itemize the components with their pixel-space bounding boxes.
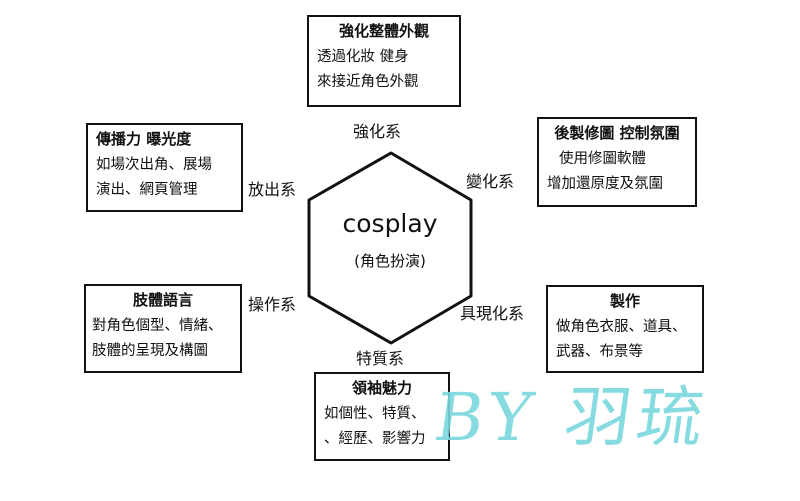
box-lower-right-line-2: 武器、布景等 [556,344,643,360]
box-top: 強化整體外觀 透過化妝 健身 來接近角色外觀 [307,15,461,107]
box-upper-left-title: 傳播力 曝光度 [96,130,192,148]
box-top-title: 強化整體外觀 [338,22,429,40]
box-lower-left-title: 肢體語言 [132,291,193,309]
box-top-line-1: 透過化妝 健身 [317,49,409,65]
label-upper-left: 放出系 [248,180,297,199]
center-subtitle: (角色扮演) [354,252,426,270]
box-lower-right-title: 製作 [609,292,640,310]
box-lower-left: 肢體語言 對角色個型、情緒、 肢體的呈現及構圖 [84,284,242,373]
box-upper-right-line-1: 使用修圖軟體 [559,151,646,167]
box-upper-left-line-1: 如場次出角、展場 [96,157,212,173]
box-upper-right: 後製修圖 控制氛圍 使用修圖軟體 增加還原度及氛圍 [537,117,697,207]
box-lower-right-line-1: 做角色衣服、道具、 [556,319,687,335]
box-top-line-2: 來接近角色外觀 [317,74,419,90]
label-lower-left: 操作系 [248,295,297,314]
box-bottom-title: 領袖魅力 [351,379,412,397]
box-bottom: 領袖魅力 如個性、特質、 、經歷、影響力 [314,372,450,461]
box-upper-right-title: 後製修圖 控制氛圍 [554,124,680,142]
label-upper-right: 變化系 [466,172,515,191]
center-title: cosplay [343,209,438,238]
label-top: 強化系 [353,122,402,141]
box-bottom-line-1: 如個性、特質、 [324,406,426,422]
watermark: BY 羽琉 [429,379,715,456]
box-bottom-line-2: 、經歷、影響力 [324,431,426,447]
box-lower-right: 製作 做角色衣服、道具、 武器、布景等 [546,285,704,373]
box-lower-left-line-2: 肢體的呈現及構圖 [92,343,208,359]
box-lower-left-line-1: 對角色個型、情緒、 [92,318,223,334]
box-upper-right-line-2: 增加還原度及氛圍 [547,176,663,192]
box-upper-left-line-2: 演出、網頁管理 [96,182,198,198]
label-lower-right: 具現化系 [460,304,525,323]
label-bottom: 特質系 [356,349,405,368]
box-upper-left: 傳播力 曝光度 如場次出角、展場 演出、網頁管理 [86,123,243,212]
